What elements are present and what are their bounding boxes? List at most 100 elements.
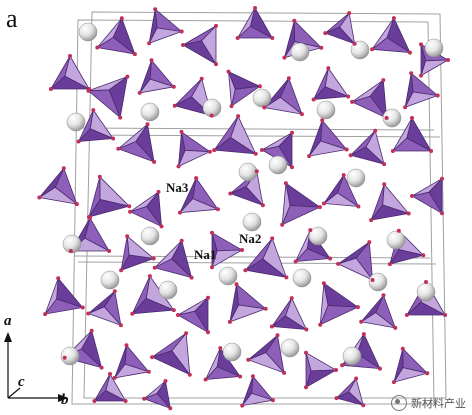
na-sphere: [222, 342, 242, 362]
oxygen-node: [286, 76, 291, 81]
oxygen-node: [270, 398, 275, 403]
axis-label-c: c: [18, 374, 25, 390]
polyhedron: [305, 351, 338, 389]
polyhedron: [87, 75, 128, 120]
oxygen-node: [209, 113, 214, 118]
oxygen-node: [290, 165, 294, 170]
oxygen-node: [323, 31, 328, 36]
oxygen-node: [206, 295, 210, 300]
polyhedron-face: [178, 131, 186, 167]
oxygen-node: [62, 355, 67, 360]
polyhedron-face: [44, 278, 59, 315]
polyhedron-face: [96, 18, 123, 48]
polyhedron: [263, 77, 303, 116]
oxygen-node: [80, 305, 85, 310]
oxygen-node: [361, 403, 366, 408]
oxygen-node: [229, 104, 234, 109]
oxygen-node: [270, 36, 275, 40]
oxygen-node-layer: [37, 6, 450, 411]
oxygen-node: [168, 406, 173, 411]
axis-label-a: a: [4, 313, 12, 329]
polyhedron-face: [248, 334, 278, 361]
polyhedron: [117, 123, 155, 164]
oxygen-node: [92, 399, 97, 403]
polyhedron: [404, 72, 440, 109]
polyhedron-face: [271, 297, 293, 327]
oxygen-node: [421, 253, 426, 258]
oxygen-node: [227, 319, 232, 324]
oxygen-node: [152, 159, 157, 164]
oxygen-node: [111, 136, 116, 141]
na-sphere: [100, 270, 120, 290]
oxygen-node: [419, 73, 423, 78]
oxygen-node: [132, 52, 137, 57]
polyhedron-face: [180, 131, 212, 153]
na-sphere: [290, 42, 310, 62]
polyhedron: [319, 282, 360, 326]
oxygen-node: [263, 306, 268, 311]
oxygen-node: [318, 322, 323, 327]
oxygen-node: [116, 146, 121, 151]
polyhedron: [391, 116, 433, 153]
na-sphere: [292, 268, 312, 288]
oxygen-node: [289, 296, 294, 301]
oxygen-node: [97, 174, 102, 179]
polyhedron-face: [228, 71, 236, 107]
oxygen-node: [410, 194, 414, 198]
na-sphere: [252, 88, 272, 108]
oxygen-node: [207, 149, 212, 154]
oxygen-node: [367, 240, 372, 245]
polyhedron-face: [94, 373, 111, 402]
oxygen-node: [76, 139, 81, 144]
oxygen-node: [425, 371, 430, 376]
oxygen-node: [381, 78, 386, 83]
polyhedron-face: [404, 73, 414, 108]
oxygen-node: [187, 372, 192, 377]
polyhedron-face: [114, 345, 127, 379]
oxygen-node: [149, 58, 154, 63]
polyhedron-face: [118, 123, 148, 150]
polyhedron-face: [308, 120, 323, 157]
oxygen-node: [119, 268, 124, 273]
oxygen-node: [328, 256, 333, 261]
polyhedron-face: [88, 176, 101, 218]
oxygen-node: [214, 23, 218, 28]
oxygen-node: [172, 103, 177, 108]
oxygen-node: [435, 93, 440, 98]
polyhedron-face: [245, 238, 273, 271]
oxygen-node: [159, 224, 164, 229]
axis-arrows: [4, 332, 68, 402]
polyhedron-face: [120, 236, 130, 271]
polyhedron-face: [284, 20, 295, 58]
polyhedron: [335, 377, 365, 407]
oxygen-node: [440, 211, 444, 216]
oxygen-node: [123, 399, 128, 403]
oxygen-node: [409, 71, 414, 76]
polyhedron: [143, 379, 171, 410]
oxygen-node: [346, 94, 351, 99]
oxygen-node: [352, 41, 357, 46]
na-sphere: [368, 272, 388, 292]
polyhedron: [177, 131, 212, 168]
polyhedron-face: [88, 290, 116, 314]
polyhedron-face: [88, 76, 128, 92]
oxygen-node: [68, 54, 72, 58]
polyhedron-face: [143, 380, 166, 400]
polyhedron-face: [336, 378, 357, 399]
polyhedron-face: [285, 182, 322, 208]
oxygen-node: [250, 374, 255, 379]
oxygen-node: [151, 256, 156, 261]
oxygen-node: [127, 204, 132, 209]
polyhedron-face: [305, 352, 312, 388]
oxygen-node: [304, 350, 308, 355]
axis-label-b: b: [61, 392, 69, 408]
polyhedron-face: [139, 60, 152, 94]
na-sphere: [140, 102, 160, 122]
oxygen-node: [373, 128, 378, 133]
polyhedron: [49, 54, 91, 91]
oxygen-node: [119, 16, 124, 21]
oxygen-node: [86, 88, 91, 93]
oxygen-node: [179, 129, 184, 134]
oxygen-node: [317, 205, 322, 210]
oxygen-node: [203, 377, 208, 382]
